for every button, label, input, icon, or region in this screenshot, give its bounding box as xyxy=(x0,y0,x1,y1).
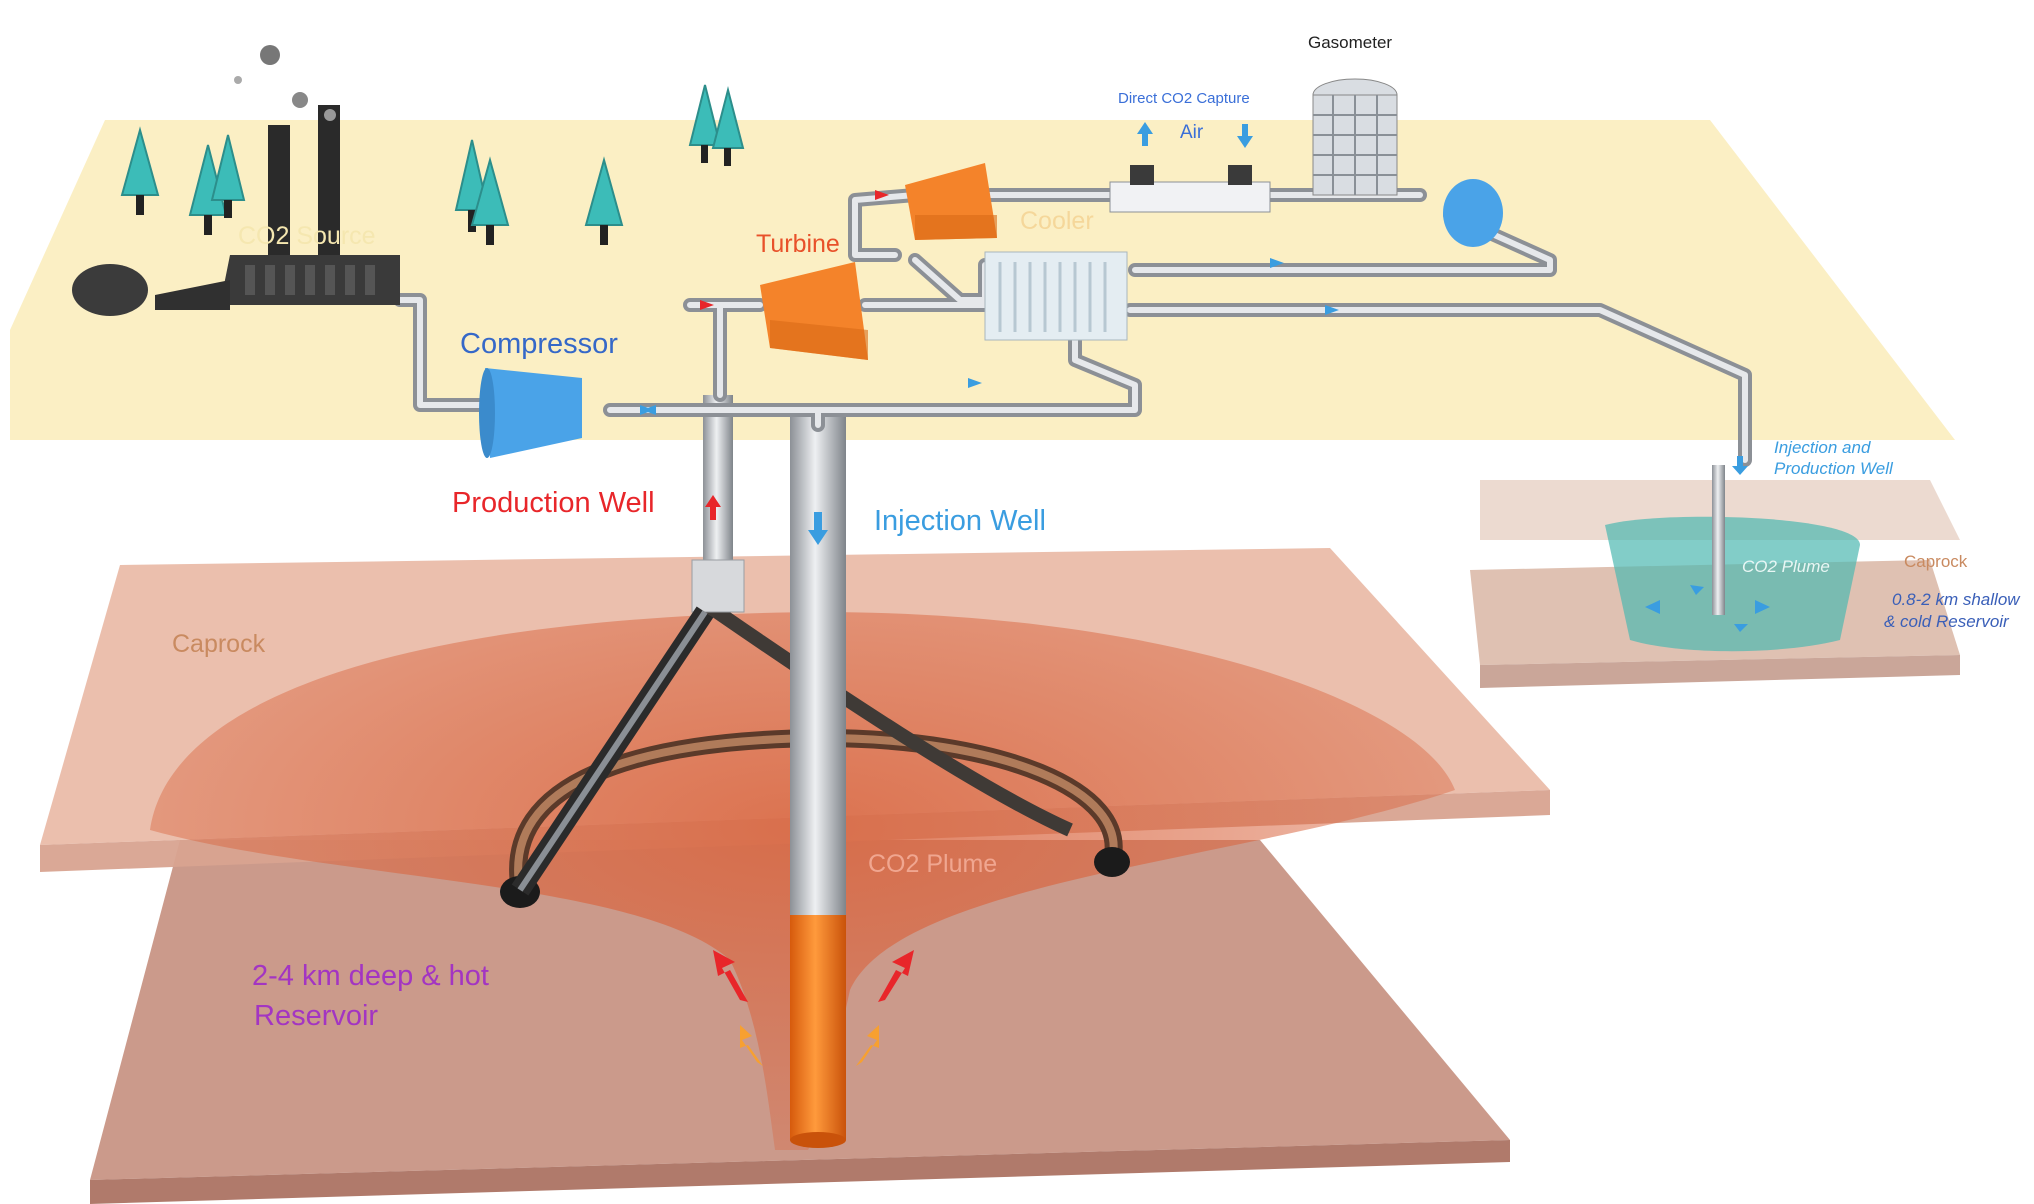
trees xyxy=(120,84,745,245)
pump-right xyxy=(1443,179,1503,247)
deep-reservoir-label-line2: Reservoir xyxy=(254,1000,379,1032)
compressor xyxy=(479,368,582,458)
plume-flow-arrows xyxy=(713,950,914,1066)
caprock-small-label: Caprock xyxy=(1904,552,1968,571)
production-arrow-icon xyxy=(705,495,721,520)
turbine-upper xyxy=(905,163,997,240)
turbine-label: Turbine xyxy=(756,230,840,258)
deep-reservoir-label-line1: 2-4 km deep & hot xyxy=(252,960,489,992)
co2-plume-small-label: CO2 Plume xyxy=(1742,557,1830,576)
pipe-flow-markers xyxy=(640,190,1339,415)
direct-air-capture-unit xyxy=(1109,122,1271,213)
injection-production-well-label-line2: Production Well xyxy=(1774,459,1893,478)
air-label: Air xyxy=(1180,122,1204,143)
co2-source-label: CO2 Source xyxy=(238,222,376,250)
shallow-reservoir-block xyxy=(1470,465,1960,688)
gasometer xyxy=(1312,78,1398,196)
cooler-label: Cooler xyxy=(1020,207,1094,235)
co2-plume-main-label: CO2 Plume xyxy=(868,850,998,878)
shallow-reservoir-label-line2: & cold Reservoir xyxy=(1884,612,2009,631)
gasometer-label: Gasometer xyxy=(1308,33,1393,52)
production-well-label: Production Well xyxy=(452,487,655,519)
injection-well xyxy=(790,410,846,1148)
compressor-label: Compressor xyxy=(460,328,618,360)
shallow-plume-arrows xyxy=(1645,585,1770,632)
cooler xyxy=(984,251,1128,341)
caprock-main-label: Caprock xyxy=(172,630,266,658)
injection-production-well-label-line1: Injection and xyxy=(1774,438,1871,457)
co2-source-plant xyxy=(72,45,400,316)
turbine-lower xyxy=(760,262,868,360)
shallow-well-arrow-icon xyxy=(1732,456,1748,475)
shallow-reservoir-label-line1: 0.8-2 km shallow xyxy=(1892,590,2020,609)
injection-well-label: Injection Well xyxy=(874,505,1046,537)
direct-co2-capture-label: Direct CO2 Capture xyxy=(1118,90,1250,107)
injection-arrow-icon xyxy=(808,512,828,545)
production-well xyxy=(511,395,745,896)
